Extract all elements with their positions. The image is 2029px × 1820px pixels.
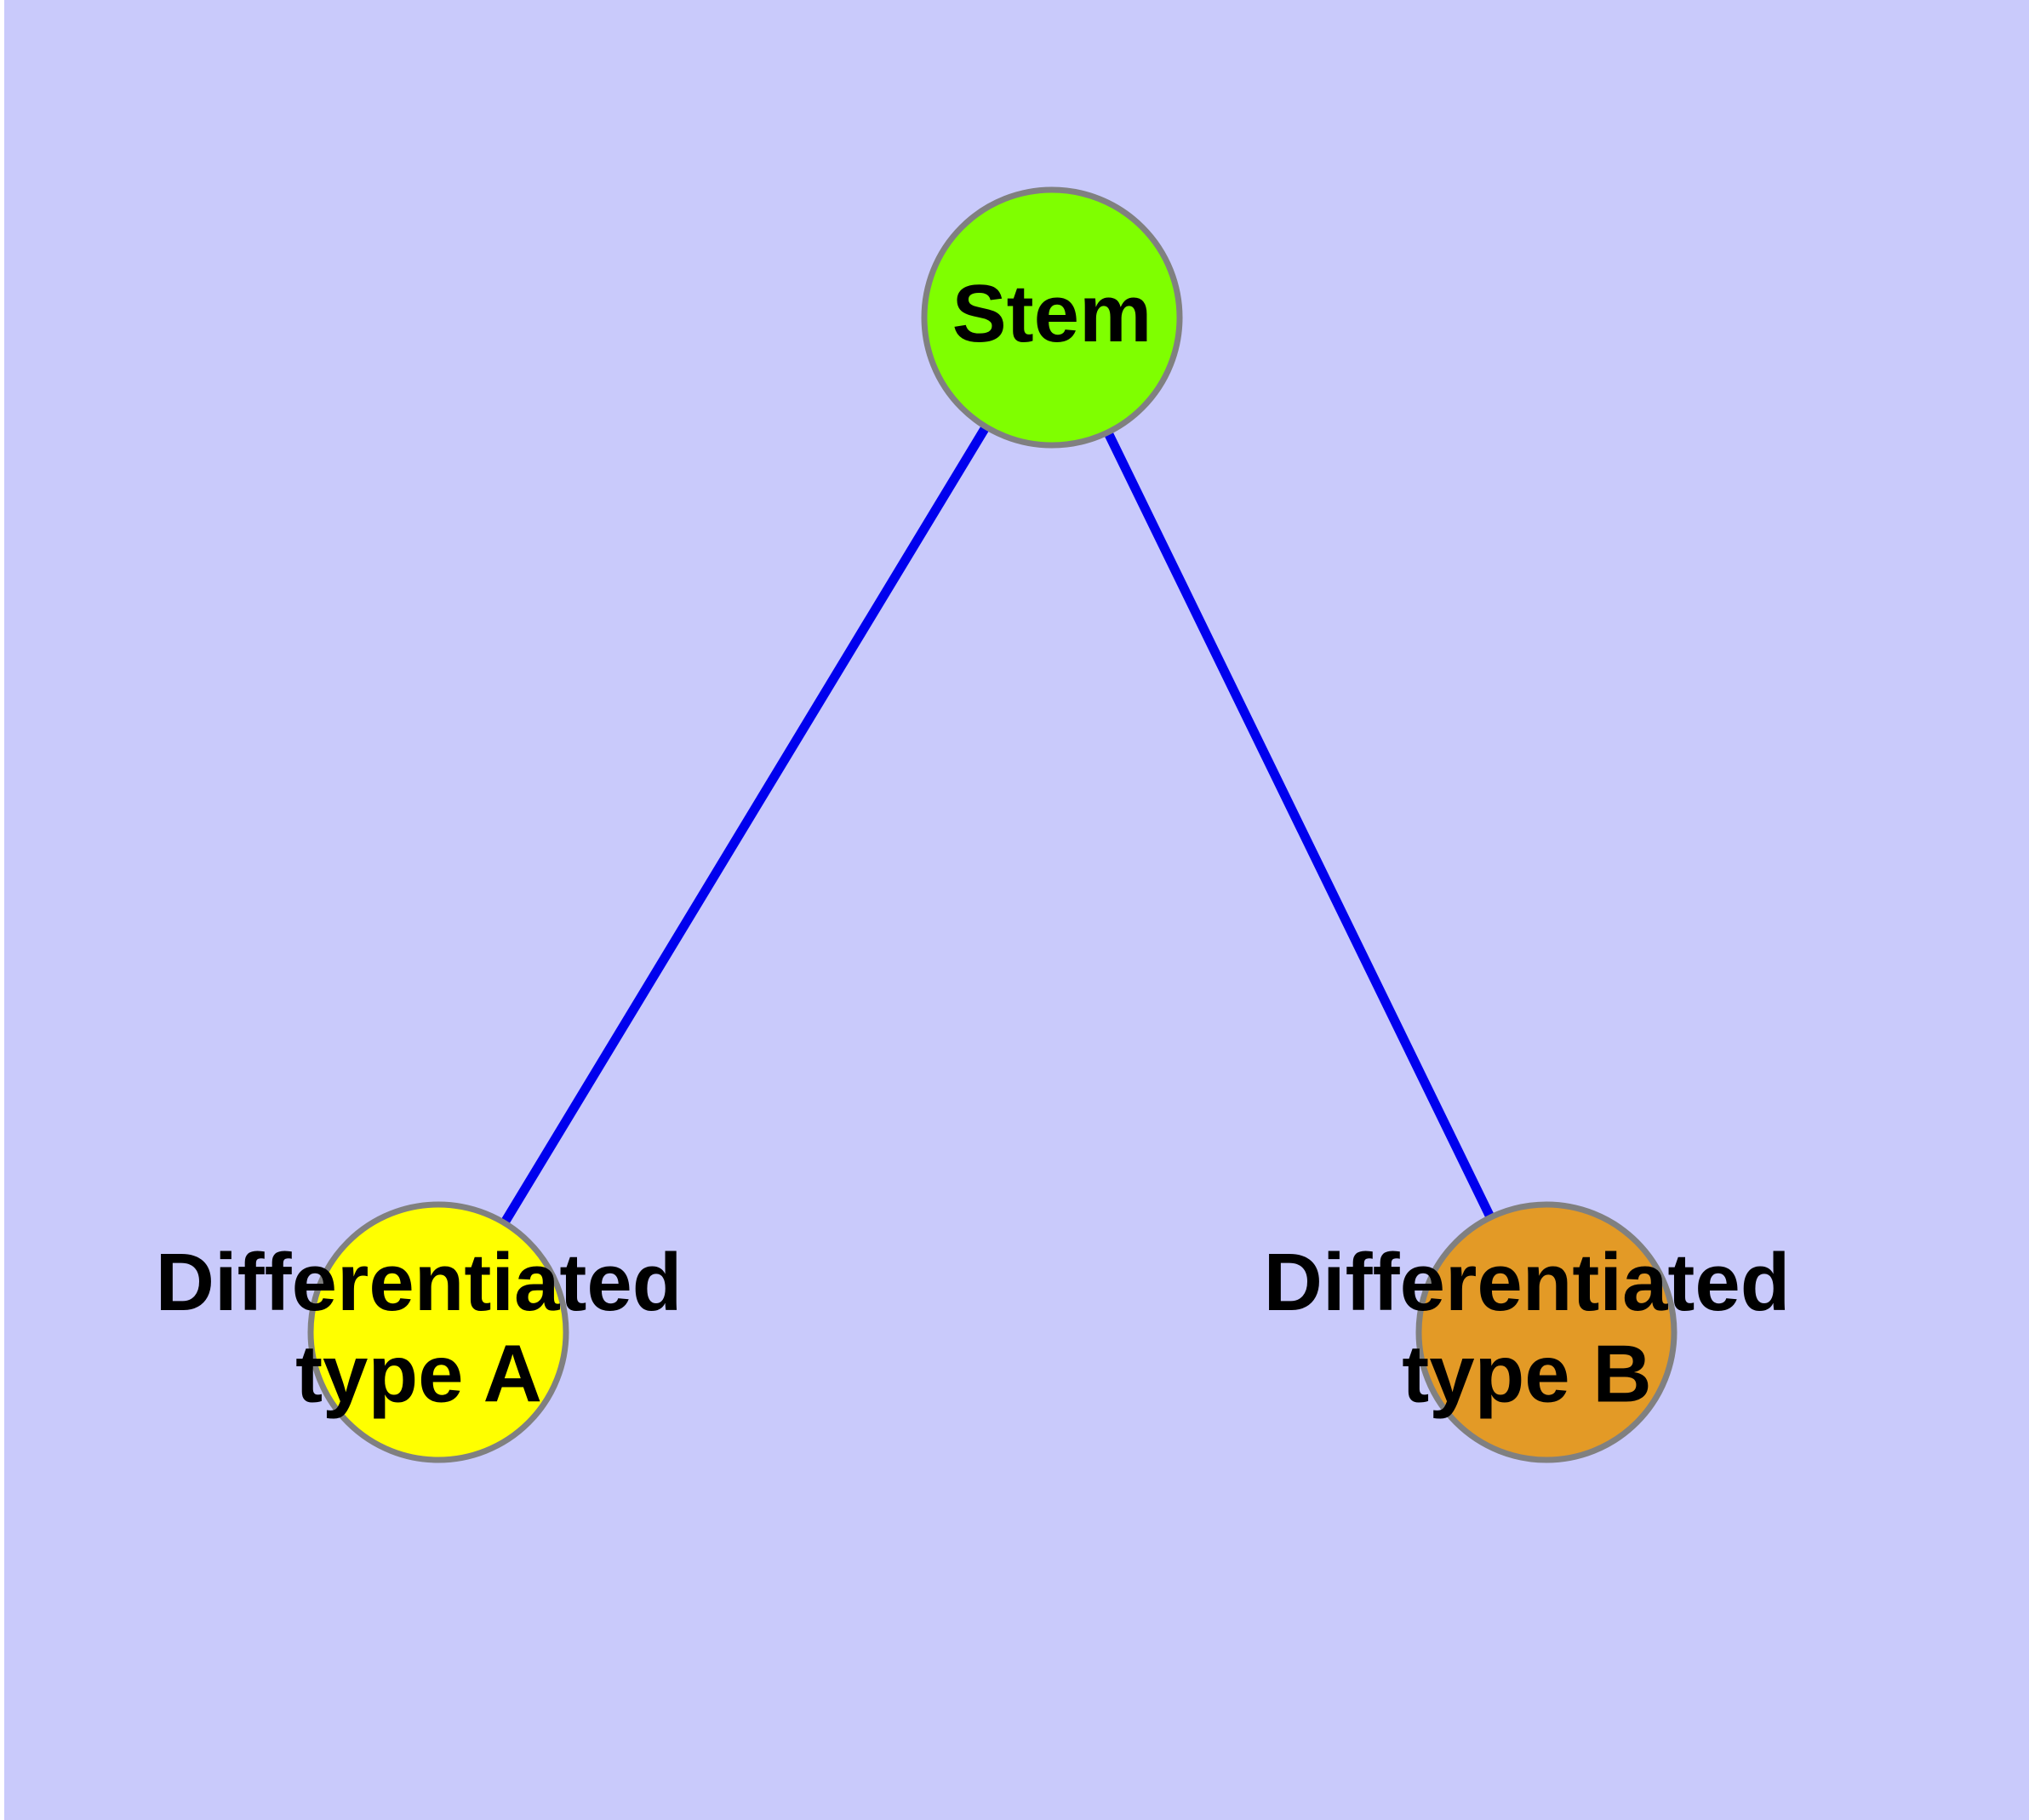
graph-edge-stem-diff_a <box>500 424 991 1226</box>
graph-node-stem[interactable]: Stem <box>921 186 1183 449</box>
node-label-line: Stem <box>952 268 1152 359</box>
node-circle-diff_a[interactable] <box>307 1201 569 1463</box>
node-label-line: type A <box>295 1329 542 1420</box>
node-circle-diff_b[interactable] <box>1415 1201 1677 1463</box>
node-label-line: Differentiated <box>156 1237 683 1328</box>
node-label-line: type B <box>1402 1329 1651 1420</box>
node-circle-stem[interactable] <box>921 186 1183 449</box>
node-label-stem: Stem <box>952 268 1152 359</box>
edges-layer <box>500 424 1495 1226</box>
node-label-line: Differentiated <box>1264 1237 1791 1328</box>
graph-edge-stem-diff_b <box>1103 430 1495 1220</box>
